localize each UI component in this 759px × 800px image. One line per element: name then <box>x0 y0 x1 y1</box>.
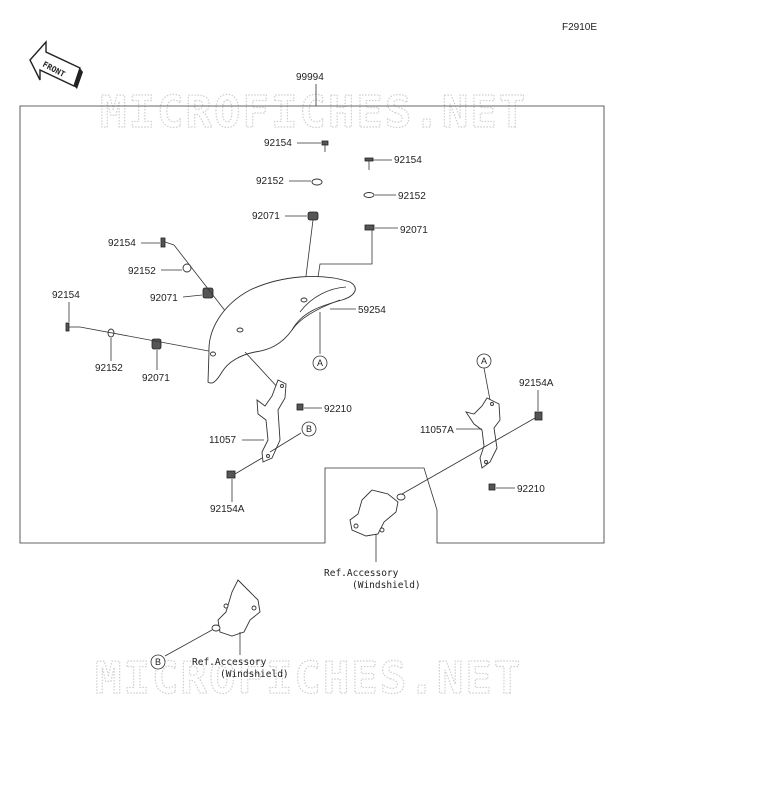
ref-accessory-lower-line2: (Windshield) <box>220 669 289 680</box>
watermark-bottom: MICROFICHES.NET <box>95 653 522 704</box>
bolt-92154A-left <box>226 457 263 479</box>
callout-b-bracket <box>301 421 317 437</box>
bolt-92154-right <box>364 157 374 170</box>
bolt-92154-top <box>321 140 329 152</box>
washer-92152-top <box>311 178 323 186</box>
label-92152-left-text: 92152 <box>95 363 123 374</box>
washer-92152-right <box>363 192 375 198</box>
assembly-number: 99994 <box>296 72 324 83</box>
bolt-92154-mid-left <box>160 237 175 248</box>
ref-accessory-upper-line2: (Windshield) <box>352 580 421 591</box>
nut-92210-left <box>296 403 304 411</box>
callout-a-right-text: A <box>481 356 487 366</box>
watermark-top: MICROFICHES.NET <box>100 87 527 138</box>
callout-b-bracket-text: B <box>306 424 312 434</box>
assembly-frame <box>19 105 605 544</box>
label-92154-top: 92154 <box>264 138 292 149</box>
bracket-11057A <box>464 397 501 469</box>
bolt-92154-left <box>65 322 80 332</box>
label-92154A-left: 92154A <box>210 504 245 515</box>
callout-b-lower <box>150 654 166 670</box>
callout-b-lower-text: B <box>155 657 161 667</box>
figure-code: F2910E <box>562 22 597 33</box>
label-92152-mid-left: 92152 <box>128 266 156 277</box>
label-92210-right: 92210 <box>517 484 545 495</box>
label-11057: 11057 <box>209 435 237 446</box>
label-92071-right: 92071 <box>400 225 428 236</box>
accessory-bracket-lower <box>211 579 261 637</box>
label-92154-right: 92154 <box>394 155 422 166</box>
callout-a-top <box>312 355 328 371</box>
label-92071-left: 92071 <box>142 373 170 384</box>
callout-a-top-text: A <box>317 358 323 368</box>
label-92154-left: 92154 <box>52 290 80 301</box>
label-92071-mid-left: 92071 <box>150 293 178 304</box>
label-92154-mid-left: 92154 <box>108 238 136 249</box>
grommet-92071-top <box>307 211 319 221</box>
label-92152-top: 92152 <box>256 176 284 187</box>
label-92152-right: 92152 <box>398 191 426 202</box>
nut-92210-right <box>488 483 496 491</box>
grommet-92071-right <box>364 224 375 231</box>
grommet-92071-mid-left <box>202 287 214 299</box>
bolt-92154A-right <box>534 411 543 421</box>
accessory-bracket-upper <box>349 489 406 537</box>
windshield-59254 <box>207 276 356 384</box>
label-92154A-right: 92154A <box>519 378 554 389</box>
label-59254: 59254 <box>358 305 386 316</box>
label-92210-left: 92210 <box>324 404 352 415</box>
washer-92152-mid-left <box>182 263 192 273</box>
label-11057A: 11057A <box>420 425 454 436</box>
label-92071-top: 92071 <box>252 211 280 222</box>
ref-accessory-upper-line1: Ref.Accessory <box>324 568 399 579</box>
ref-accessory-lower-line1: Ref.Accessory <box>192 657 267 668</box>
front-direction-arrow-icon: FRONT <box>29 40 83 89</box>
bracket-11057 <box>256 379 287 463</box>
